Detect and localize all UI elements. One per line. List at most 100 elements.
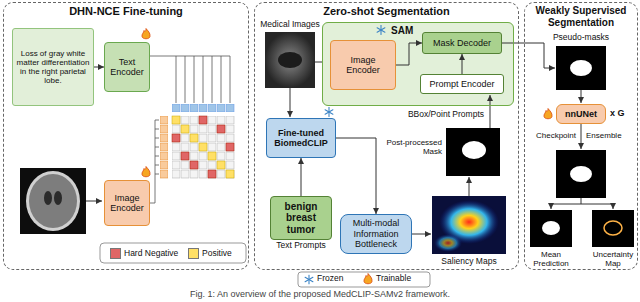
flow-arrow — [86, 201, 102, 202]
ct-ventricle — [44, 191, 52, 205]
flow-arrow — [551, 204, 552, 209]
annotation-label: Uncertainty Map — [588, 250, 638, 268]
encoder-box: Image Encoder — [330, 40, 396, 90]
decoder-box: Mask Decoder — [422, 32, 502, 54]
module-box: Multi-modal Information Bottleneck — [340, 214, 412, 254]
legend-item: Hard Negative — [110, 248, 178, 259]
similarity-matrix — [172, 116, 235, 179]
panel-heading: Zero-shot Segmentation — [257, 5, 516, 18]
legend-frame — [100, 243, 246, 263]
stage-panel: Zero-shot SegmentationSAM Image Encoder Ma… — [254, 2, 519, 270]
flow-wire — [551, 198, 613, 204]
model-box: Fine-tuned BiomedCLIP — [266, 118, 336, 158]
mask-blob — [570, 166, 592, 182]
annotation-label: Checkpoint — [526, 131, 576, 140]
flow-arrow — [490, 95, 491, 128]
flow-arrow — [469, 177, 470, 196]
annotation-label: Medical Images — [258, 20, 322, 30]
trainable-icon — [142, 29, 150, 39]
box-label: nnUNet — [565, 109, 597, 119]
legend-item: Positive — [188, 248, 232, 259]
mask-image — [446, 128, 500, 176]
legend-swatch — [188, 248, 199, 259]
mask-blob — [570, 60, 592, 76]
box-label: benign breast tumor — [274, 201, 328, 236]
box-label: Text Encoder — [108, 57, 146, 78]
saliency-image — [432, 196, 506, 254]
prompt-box: benign breast tumorText Prompts — [270, 196, 332, 240]
flow-connector — [396, 43, 422, 65]
box-label: Multi-modal Information Bottleneck — [344, 218, 408, 249]
encoder-box: Prompt Encoder — [420, 74, 504, 94]
flow-arrow — [290, 88, 291, 117]
annotation-label: BBox/Point Prompts — [400, 110, 484, 120]
legend-text: Positive — [202, 249, 232, 259]
legend-text: Trainable — [376, 274, 411, 284]
ct-scan — [20, 168, 86, 234]
legend-item: Frozen — [317, 274, 343, 284]
legend-text: Hard Negative — [124, 249, 178, 259]
panel-heading: DHN-NCE Fine-tuning — [6, 5, 246, 18]
panel-heading: Weakly Supervised Segmentation — [527, 5, 635, 28]
report-text-box: Loss of gray white matter differentiatio… — [12, 28, 94, 106]
box-label: Fine-tuned BiomedCLIP — [270, 128, 332, 149]
group-heading: SAM — [391, 25, 413, 36]
flow-connector — [301, 158, 302, 196]
mask-blob — [542, 221, 560, 235]
uncertainty-ring — [604, 221, 622, 235]
stage-panel: DHN-NCE Fine-tuningLoss of gray white ma… — [3, 2, 249, 270]
flow-arrow — [581, 124, 582, 149]
saliency-heat — [434, 234, 462, 252]
ct-brain — [29, 174, 77, 228]
annotation-label: Pseudo-masks — [548, 33, 614, 43]
flow-connector — [336, 138, 376, 214]
encoder-box: Text Encoder — [104, 42, 150, 92]
flow-arrow — [502, 43, 555, 68]
ultrasound-lesion — [278, 52, 302, 68]
box-label: Prompt Encoder — [429, 79, 494, 89]
legend-text: Frozen — [317, 274, 343, 284]
frozen-icon — [325, 108, 333, 117]
ultrasound-image — [265, 32, 315, 88]
network-box: nnUNet — [556, 104, 606, 124]
flow-connector — [462, 54, 463, 74]
legend-frame — [298, 272, 430, 287]
legend-item: Trainable — [376, 274, 411, 284]
box-label: Mask Decoder — [433, 38, 491, 48]
figure-caption: Fig. 1: An overview of the proposed MedC… — [0, 289, 640, 299]
flow-arrow — [412, 234, 431, 235]
flow-connector — [94, 67, 104, 68]
flow-arrow — [613, 204, 614, 209]
box-label: Image Encoder — [334, 55, 392, 76]
model-group: SAM Image Encoder Mask DecoderPrompt Encod… — [322, 22, 514, 106]
embedding-wires — [150, 120, 159, 203]
positive-cells — [172, 116, 234, 178]
box-label: Image Encoder — [108, 193, 146, 214]
annotation-label: x G — [610, 108, 634, 118]
hard-negative-cells — [172, 116, 234, 178]
frozen-icon — [305, 275, 313, 284]
mean-image — [530, 210, 572, 247]
box-label: Loss of gray white matter differentiatio… — [16, 49, 90, 86]
flow-arrow — [581, 90, 582, 103]
frozen-icon — [377, 26, 385, 35]
text-embedding-row — [172, 104, 235, 112]
annotation-label: Saliency Maps — [430, 257, 508, 267]
trainable-icon — [364, 274, 372, 284]
annotation-label: Ensemble — [586, 131, 634, 140]
annotation-label: Post-processed Mask — [384, 138, 442, 156]
image-embedding-column — [160, 116, 168, 179]
annotation-label: Mean Prediction — [526, 250, 576, 268]
ct-skull — [26, 171, 80, 231]
pseudo-mask-image — [556, 46, 606, 90]
ensemble-image — [556, 150, 606, 198]
sam-fill — [322, 22, 514, 106]
box-caption: Text Prompts — [261, 241, 341, 251]
ct-ventricle — [54, 191, 62, 205]
trainable-icon — [142, 167, 150, 177]
encoder-box: Image Encoder — [104, 180, 150, 226]
mask-blob — [462, 141, 486, 159]
embedding-wires — [150, 56, 230, 103]
trainable-icon — [544, 109, 552, 119]
